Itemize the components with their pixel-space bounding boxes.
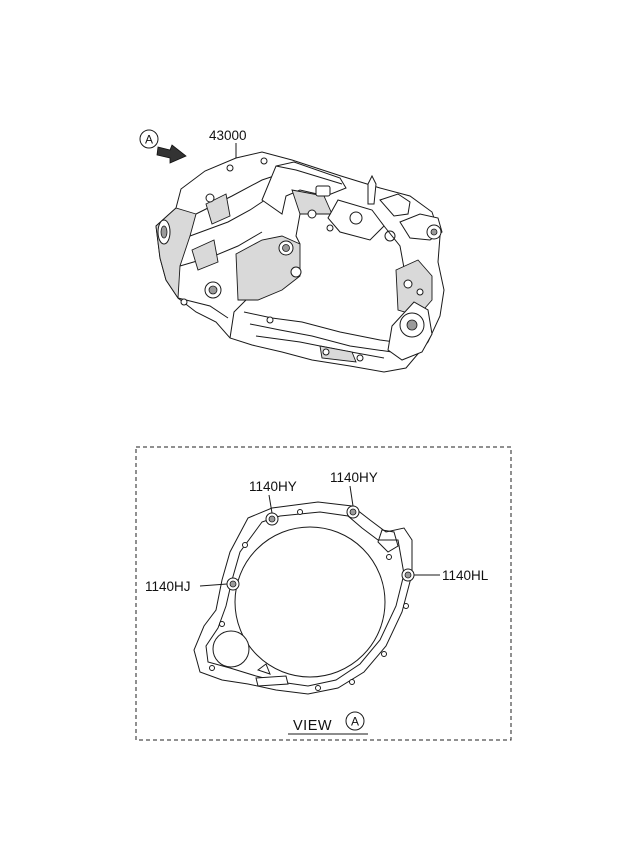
bolt-callout-top-left: 1140HY	[249, 479, 297, 514]
view-label-circle	[345, 711, 365, 731]
view-inset-frame	[135, 446, 512, 741]
bell-housing-plate-illustration	[193, 501, 415, 695]
bolt-callout-top-right: 1140HY	[330, 470, 378, 507]
view-direction-marker: A	[139, 129, 187, 164]
bolt-callout-left: 1140HJ	[145, 579, 228, 594]
transaxle-assembly-illustration	[155, 151, 445, 373]
view-label-text: VIEW	[293, 718, 332, 734]
bolt-leader-top-right	[349, 485, 354, 507]
bolt-label-left: 1140HJ	[145, 579, 191, 594]
view-label-letter: A	[351, 715, 359, 729]
view-marker-circle	[139, 129, 159, 149]
view-label: VIEW A	[288, 711, 368, 735]
bolt-label-top-left: 1140HY	[249, 479, 297, 494]
bolt-label-top-right: 1140HY	[330, 470, 378, 485]
bolt-leader-top-left	[268, 494, 273, 514]
view-marker-letter: A	[145, 133, 153, 147]
bolt-callout-right: 1140HL	[414, 568, 489, 583]
bolt-leader-left	[199, 583, 228, 587]
view-direction-arrow-icon	[156, 144, 187, 164]
assembly-part-number: 43000	[209, 128, 247, 143]
bolt-label-right: 1140HL	[442, 568, 489, 583]
